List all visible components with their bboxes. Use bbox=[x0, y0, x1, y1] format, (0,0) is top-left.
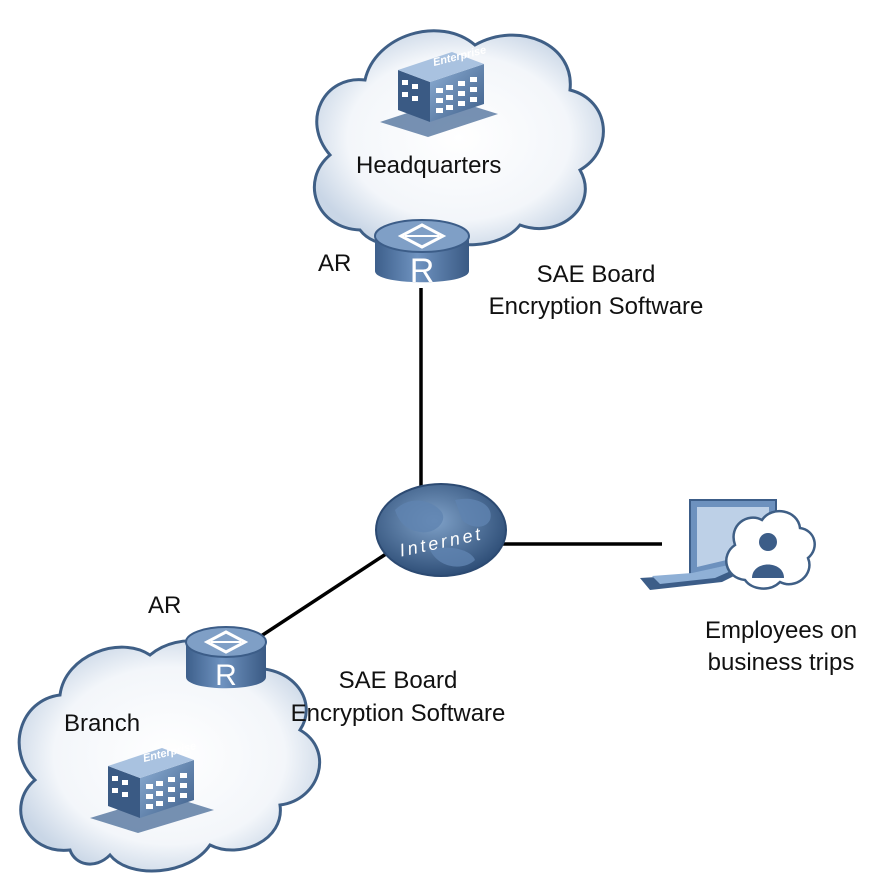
link-branch-internet bbox=[254, 548, 393, 642]
hq-building-icon: Enterprise bbox=[380, 44, 498, 137]
hq-router-label: AR bbox=[318, 250, 352, 277]
employees-label-line1: Employees on bbox=[704, 617, 858, 644]
employees-label-line2: business trips bbox=[707, 649, 855, 676]
branch-router-icon: R bbox=[185, 626, 267, 692]
hq-note-line1: SAE Board bbox=[536, 261, 656, 288]
hq-router-icon: R bbox=[374, 219, 470, 290]
headquarters-cloud bbox=[312, 29, 605, 247]
branch-label: Branch bbox=[64, 710, 141, 737]
employee-icon bbox=[725, 509, 816, 590]
internet-globe-icon: Internet bbox=[375, 483, 507, 577]
hq-note-line2: Encryption Software bbox=[488, 293, 704, 320]
branch-router-glyph: R bbox=[215, 659, 237, 692]
branch-note-line2: Encryption Software bbox=[290, 700, 506, 727]
link-lines bbox=[254, 288, 662, 642]
branch-note-line1: SAE Board bbox=[338, 667, 458, 694]
branch-router-label: AR bbox=[148, 592, 182, 619]
hq-router-glyph: R bbox=[410, 252, 435, 290]
hq-label: Headquarters bbox=[356, 152, 502, 179]
